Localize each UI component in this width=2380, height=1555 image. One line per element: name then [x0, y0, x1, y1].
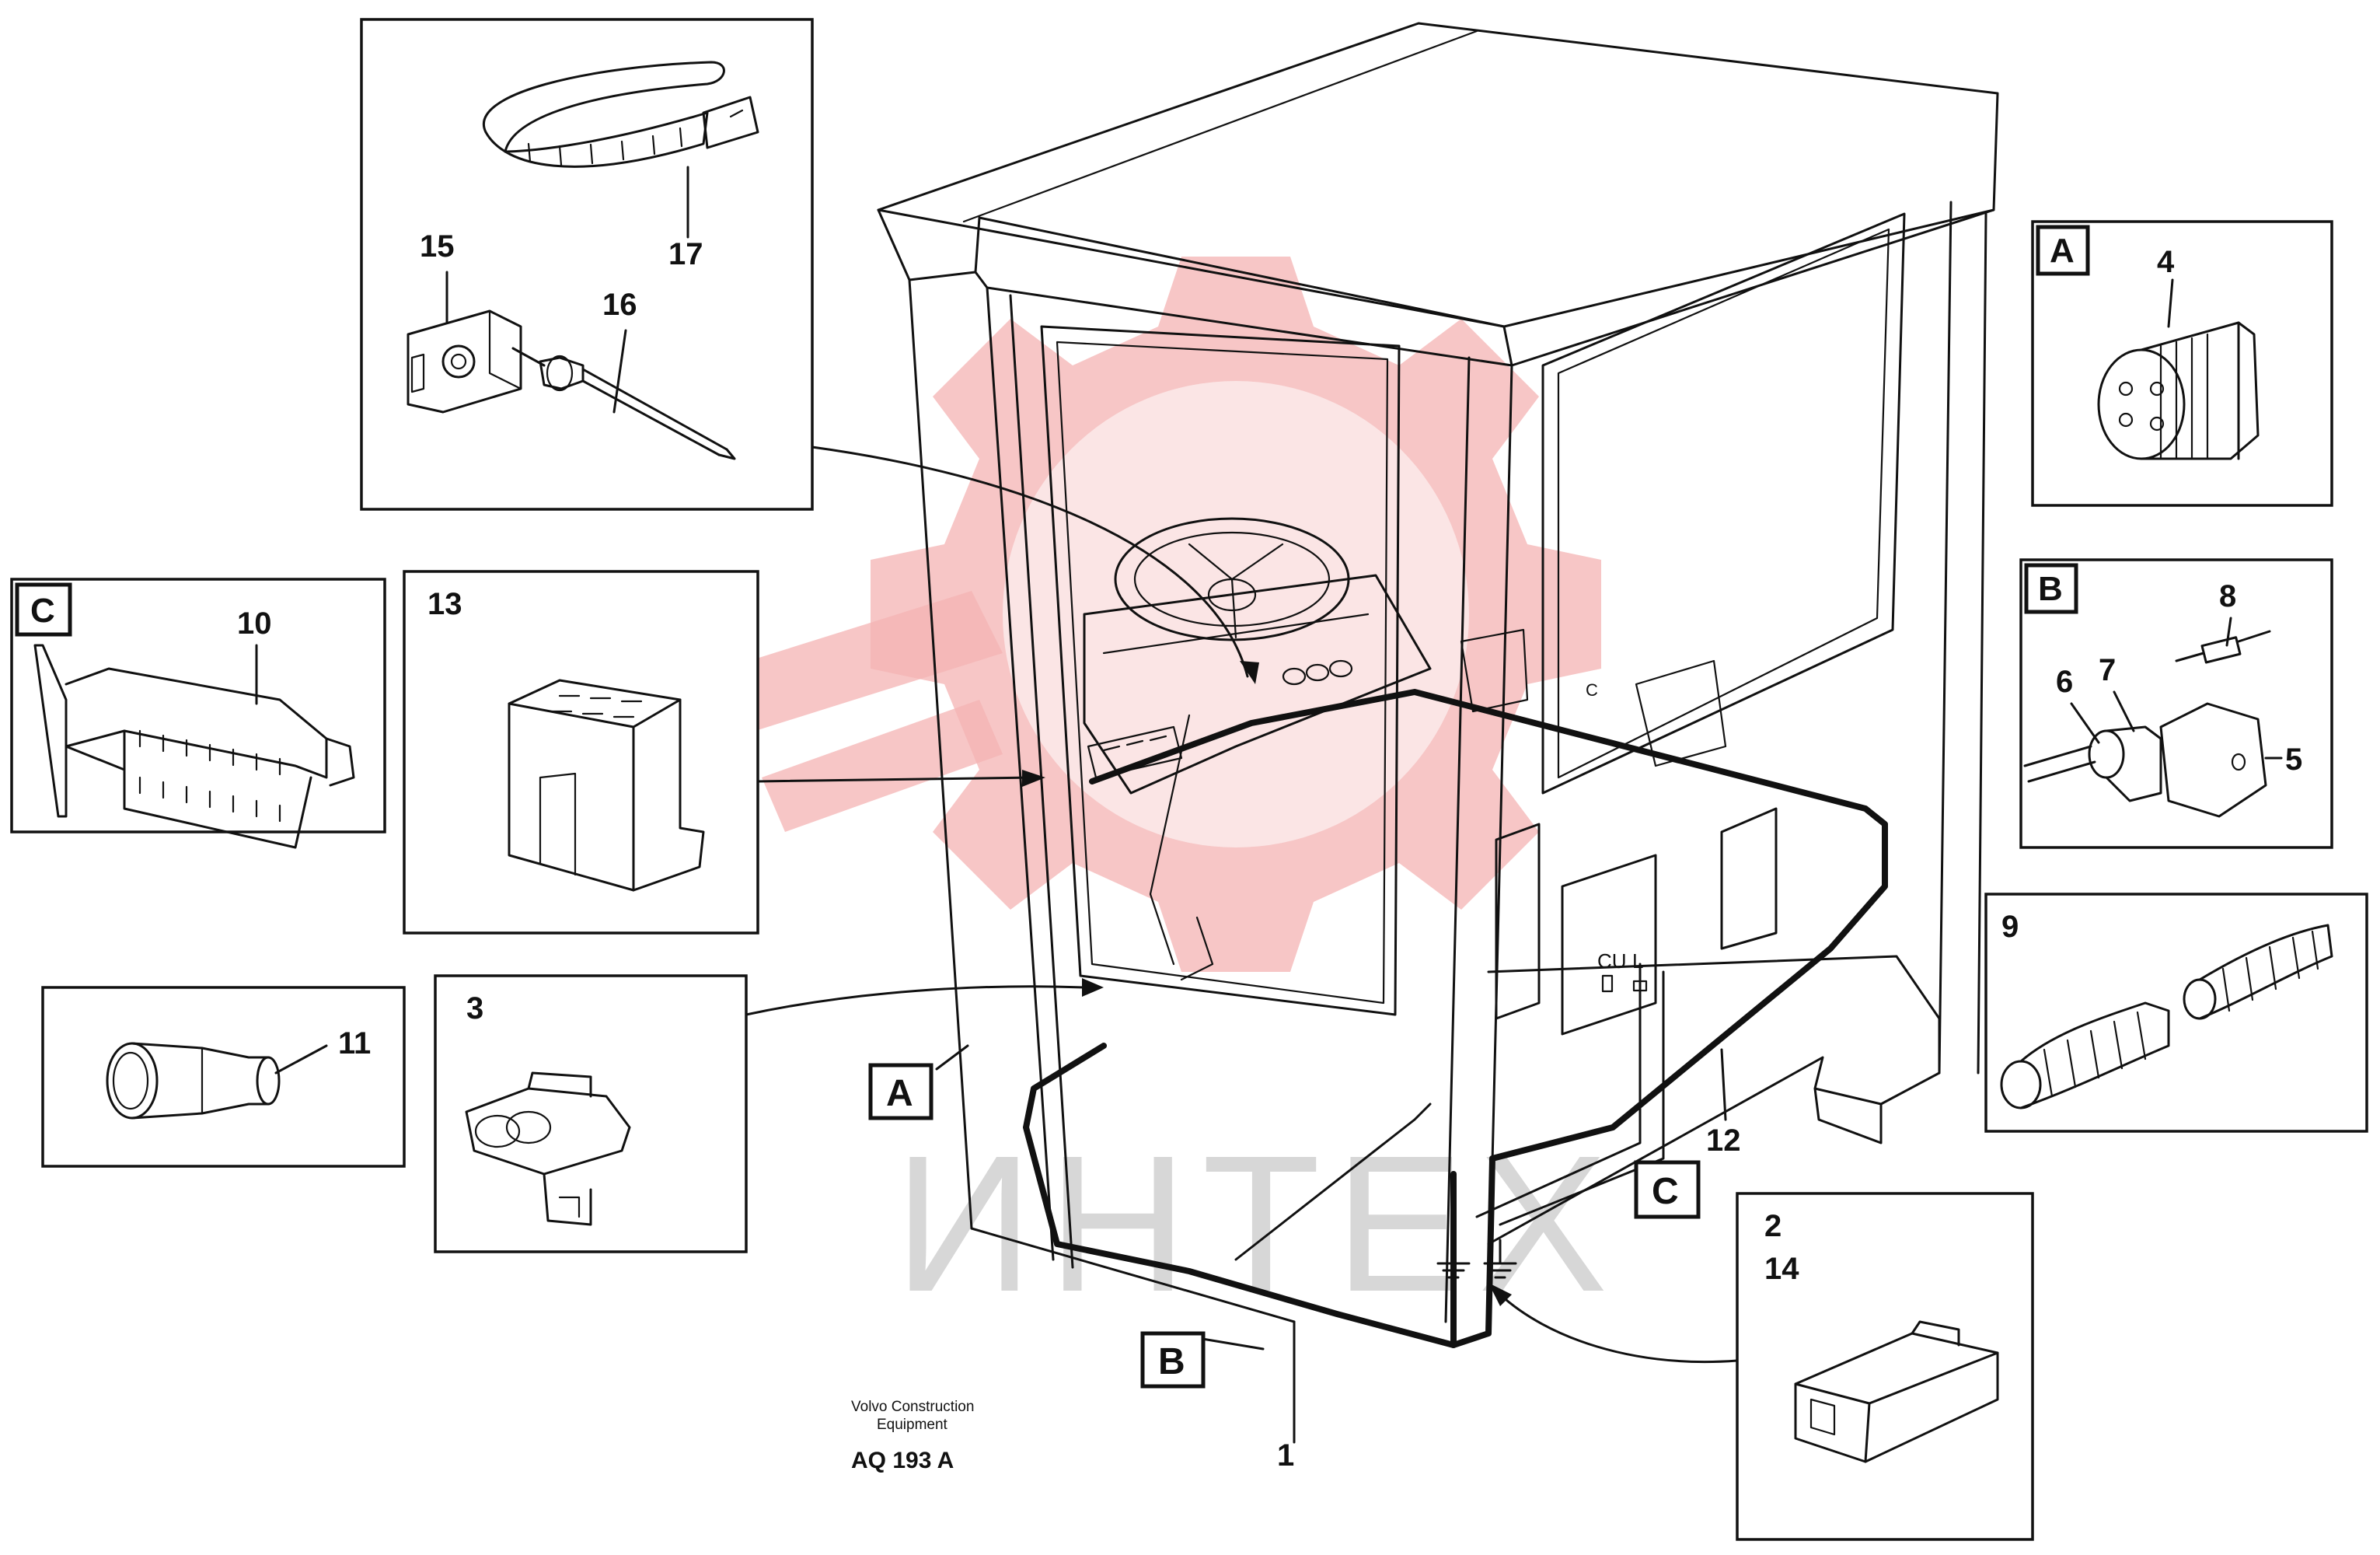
- callout-3: 3: [466, 991, 483, 1026]
- location-tag-c-label: C: [1652, 1171, 1679, 1212]
- watermark-logo: [700, 257, 1601, 972]
- parts-panel-cable-ties: 17 15 16: [360, 18, 814, 511]
- c-mark: C: [1586, 680, 1598, 700]
- callout-16: 16: [602, 288, 637, 322]
- panel-tag-c: [15, 582, 72, 637]
- panel-tag-b: [2024, 563, 2078, 614]
- parts-panel-connector-3: 3: [434, 974, 748, 1253]
- callout-5: 5: [2285, 743, 2302, 777]
- callout-10: 10: [237, 606, 272, 641]
- wire-connector-icon: [465, 1071, 631, 1226]
- l-mark: L: [1632, 949, 1643, 973]
- drawing-code: AQ 193 A: [851, 1448, 954, 1473]
- parts-panel-grommet: 11: [41, 986, 406, 1168]
- panel-tag-c-label: C: [30, 592, 55, 630]
- company-name: Volvo Construction: [851, 1399, 974, 1415]
- panel-tag-a-label: A: [2050, 232, 2075, 270]
- plug-housing-icon: [1794, 1320, 1999, 1463]
- callout-2: 2: [1764, 1209, 1782, 1243]
- parts-panel-connector-a: A 4: [2031, 220, 2333, 507]
- callout-14: 14: [1764, 1252, 1799, 1286]
- location-tag-c: [1634, 1160, 1701, 1219]
- location-tag-b-label: B: [1158, 1341, 1185, 1382]
- callout-4: 4: [2157, 245, 2175, 279]
- ground-symbol: [1436, 1239, 1471, 1279]
- parts-panel-connector-2-14: 2 14: [1736, 1192, 2034, 1541]
- multi-pin-connector-icon: [33, 644, 355, 849]
- parts-panel-bellows: 9: [1984, 893, 2368, 1133]
- callout-6: 6: [2056, 665, 2073, 699]
- wiring-harness: [1023, 689, 1888, 1348]
- bellows-boot-icon: [2000, 924, 2333, 1109]
- location-tag-a-label: A: [886, 1073, 913, 1114]
- ground-symbol: [1483, 1239, 1517, 1279]
- grommet-icon: [106, 1042, 328, 1120]
- cu-mark: CU: [1597, 949, 1627, 973]
- callout-12: 12: [1706, 1123, 1741, 1158]
- callout-11: 11: [338, 1026, 371, 1061]
- diode-icon: [2175, 630, 2271, 664]
- panel-tag-a: [2036, 225, 2090, 276]
- cable-tie-icon: [483, 61, 759, 168]
- parts-panel-connector-c: C 10: [10, 578, 386, 849]
- panel-tag-b-label: B: [2038, 570, 2063, 608]
- location-tag-b: [1140, 1331, 1206, 1389]
- round-connector-icon: [2097, 321, 2260, 460]
- callout-8: 8: [2219, 579, 2236, 613]
- fastener-pin-icon: [511, 347, 736, 460]
- coil-connector-icon: [2023, 702, 2267, 818]
- callout-7: 7: [2099, 653, 2116, 687]
- watermark-text: ИНТЕХ: [894, 1115, 1621, 1332]
- company-name-line2: Equipment: [877, 1417, 948, 1433]
- parts-panel-connector-b: B 8 6 7 5: [2019, 558, 2333, 849]
- callout-13: 13: [427, 587, 462, 621]
- mounting-clip-icon: [407, 309, 522, 414]
- callout-15: 15: [420, 229, 455, 264]
- location-tag-a: [868, 1063, 934, 1120]
- relay-icon: [508, 679, 705, 892]
- callout-1: 1: [1277, 1438, 1294, 1473]
- callout-9: 9: [2001, 910, 2019, 944]
- parts-panel-relay: 13: [403, 570, 759, 935]
- callout-17: 17: [668, 237, 703, 271]
